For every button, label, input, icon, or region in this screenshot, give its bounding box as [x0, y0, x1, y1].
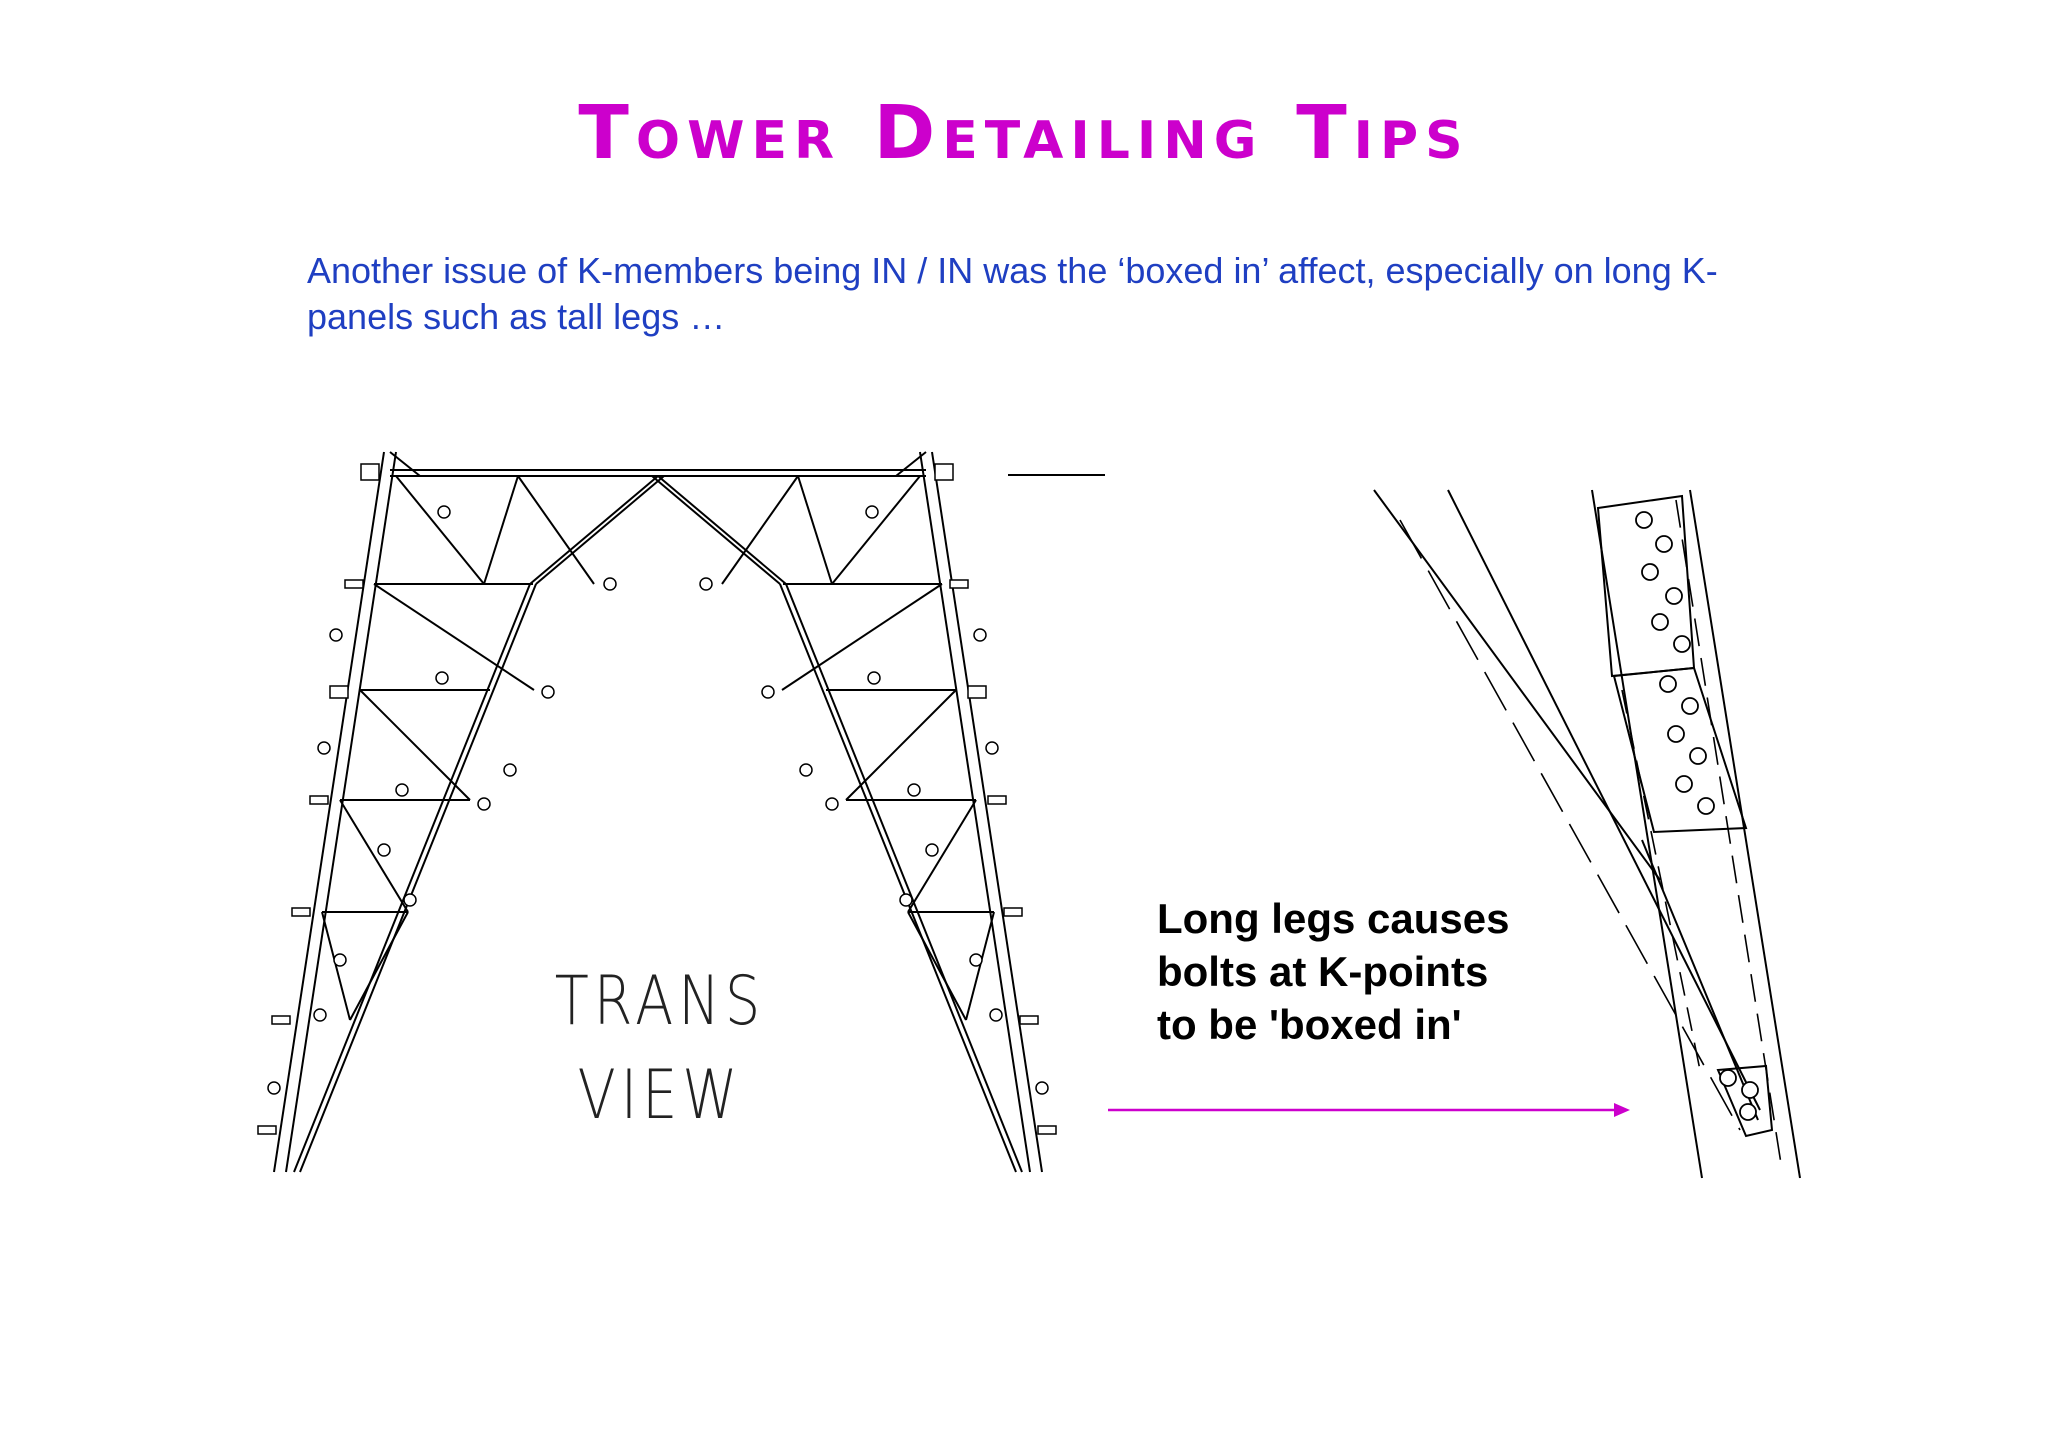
view-label-line1: TRANS [554, 962, 766, 1041]
callout-line2: bolts at K-points [1157, 948, 1489, 995]
view-label-line2: VIEW [577, 1056, 743, 1135]
slide-title: Tower Detailing Tips [578, 90, 1470, 176]
callout-text: Long legs causes bolts at K-points to be… [1157, 892, 1617, 1051]
trans-view-label: TRANS VIEW [553, 955, 766, 1143]
callout-line3: to be 'boxed in' [1157, 1001, 1462, 1048]
slide-subtitle: Another issue of K-members being IN / IN… [307, 250, 1718, 337]
callout-line1: Long legs causes [1157, 895, 1510, 942]
